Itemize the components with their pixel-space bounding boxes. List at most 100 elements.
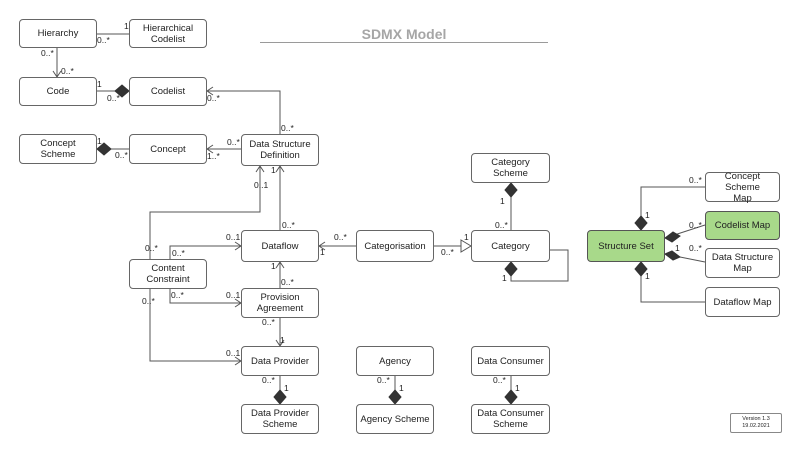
agency-scheme-box[interactable]: Agency Scheme — [356, 404, 434, 434]
multiplicity-label: 0..* — [334, 232, 347, 242]
multiplicity-label: 0..* — [142, 296, 155, 306]
box-label: Data Provider — [250, 355, 310, 367]
box-label: Data Consumer — [477, 408, 544, 419]
multiplicity-label: 1 — [675, 243, 680, 253]
arrowhead — [318, 241, 326, 251]
connector — [207, 90, 281, 134]
box-label: Concept Scheme — [40, 138, 76, 160]
box-label: Categorisation — [364, 240, 426, 252]
agency-box[interactable]: Agency — [356, 346, 434, 376]
box-label: Scheme — [262, 419, 298, 430]
box-label: Definition — [260, 150, 300, 161]
box-label: Category — [491, 240, 530, 252]
multiplicity-label: 0..* — [493, 375, 506, 385]
data-consumer-box[interactable]: Data Consumer — [471, 346, 550, 376]
multiplicity-label: 1 — [502, 273, 507, 283]
version-box: Version 1.3 19.02.2021 — [730, 413, 782, 433]
box-label: Data Consumer — [477, 355, 544, 367]
composition-diamond — [664, 231, 681, 243]
multiplicity-label: 0..* — [207, 93, 220, 103]
category-box[interactable]: Category — [471, 230, 550, 262]
concept-scheme-box[interactable]: Concept Scheme — [19, 134, 97, 164]
multiplicity-label: 1 — [280, 335, 285, 345]
box-label: Map — [733, 192, 752, 204]
concept-box[interactable]: Concept — [129, 134, 207, 164]
multiplicity-label: 1 — [399, 383, 404, 393]
hierarchy-box[interactable]: Hierarchy — [19, 19, 97, 48]
box-label: Category Scheme — [491, 157, 530, 179]
arrowhead — [206, 144, 214, 154]
multiplicity-label: 1 — [97, 136, 102, 146]
data-provider-box[interactable]: Data Provider — [241, 346, 319, 376]
box-label: Agency — [379, 355, 411, 367]
multiplicity-label: 0..* — [689, 220, 702, 230]
box-label: Concept — [150, 143, 186, 155]
content-constraint-box[interactable]: Content Constraint — [129, 259, 207, 289]
structure-set-box[interactable]: Structure Set — [587, 230, 665, 262]
box-label: Code — [46, 86, 70, 97]
box-label: Content Constraint — [146, 263, 190, 285]
multiplicity-label: 0..* — [171, 290, 184, 300]
multiplicity-label: 0..* — [107, 93, 120, 103]
multiplicity-label: 1 — [271, 165, 276, 175]
dataflow-map-box[interactable]: Dataflow Map — [705, 287, 780, 317]
code-box[interactable]: Code — [19, 77, 97, 106]
connector — [149, 166, 261, 259]
composition-diamond — [634, 261, 648, 277]
arrowhead — [255, 165, 265, 173]
composition-diamond — [504, 182, 518, 198]
box-label: Hierarchical — [142, 22, 194, 34]
multiplicity-label: 0..* — [145, 243, 158, 253]
box-label: Codelist — [150, 33, 186, 45]
multiplicity-label: 0..* — [689, 243, 702, 253]
box-label: Concept Scheme — [724, 170, 761, 193]
composition-diamond — [664, 250, 681, 261]
category-scheme-box[interactable]: Category Scheme — [471, 153, 550, 183]
multiplicity-label: 0..* — [227, 137, 240, 147]
multiplicity-label: 1..* — [207, 151, 220, 161]
multiplicity-label: 1 — [464, 232, 469, 242]
multiplicity-label: 0..* — [281, 123, 294, 133]
multiplicity-label: 0..* — [282, 220, 295, 230]
multiplicity-label: 0..* — [115, 150, 128, 160]
box-label: Map — [733, 263, 752, 274]
arrowhead — [275, 261, 285, 269]
multiplicity-label: 0..* — [377, 375, 390, 385]
multiplicity-label: 0..* — [495, 220, 508, 230]
connector — [640, 262, 705, 303]
multiplicity-label: 0..* — [41, 48, 54, 58]
multiplicity-label: 1 — [284, 383, 289, 393]
box-label: Data Structure — [249, 139, 311, 150]
box-label: Scheme — [493, 419, 528, 430]
multiplicity-label: 0..1 — [226, 348, 241, 358]
multiplicity-label: 1 — [320, 247, 325, 257]
multiplicity-label: 1 — [124, 21, 129, 31]
box-label: Data Structure — [711, 252, 774, 263]
codelist-map-box[interactable]: Codelist Map — [705, 211, 780, 240]
box-label: Dataflow Map — [713, 296, 772, 308]
box-label: Hierarchy — [37, 28, 79, 39]
version-date: 19.02.2021 — [742, 422, 770, 429]
connector — [149, 289, 241, 362]
composition-diamond — [504, 261, 518, 277]
multiplicity-label: 0..* — [262, 375, 275, 385]
multiplicity-label: 0..* — [441, 247, 454, 257]
categorisation-box[interactable]: Categorisation — [356, 230, 434, 262]
multiplicity-label: 0..1 — [226, 290, 241, 300]
box-label: Provision — [260, 292, 300, 303]
multiplicity-label: 1 — [271, 261, 276, 271]
multiplicity-label: 0..* — [281, 277, 294, 287]
box-label: Agreement — [256, 303, 304, 314]
multiplicity-label: 1 — [97, 79, 102, 89]
codelist-box[interactable]: Codelist — [129, 77, 207, 106]
dataflow-box[interactable]: Dataflow — [241, 230, 319, 262]
composition-diamond — [96, 142, 112, 156]
